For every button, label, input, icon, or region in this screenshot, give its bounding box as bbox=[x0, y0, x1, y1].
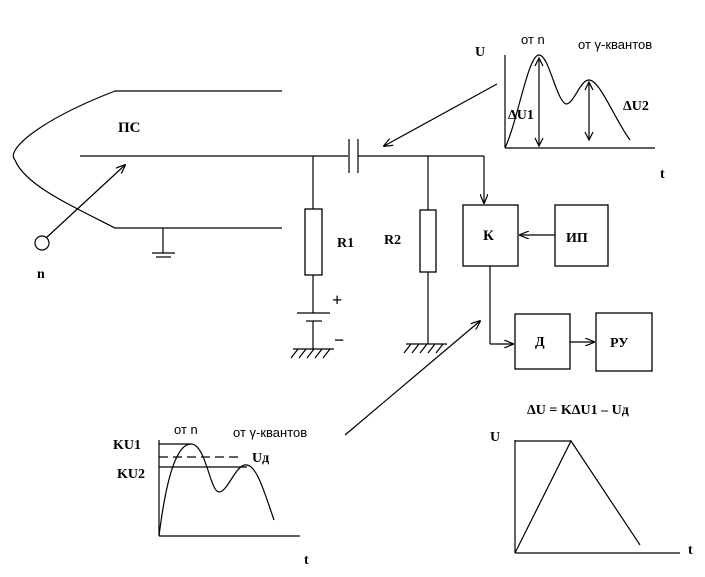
battery-minus: − bbox=[334, 330, 344, 350]
graph-top: U t от n от γ-квантов ΔU1 ΔU2 bbox=[475, 32, 665, 182]
graph-left-peak1: от n bbox=[174, 422, 198, 437]
block-ru: РУ bbox=[595, 312, 653, 372]
graph-right-x-label: t bbox=[688, 543, 693, 558]
graph-top-du1: ΔU1 bbox=[508, 108, 534, 123]
block-ip: ИП bbox=[520, 204, 609, 267]
resistor-r1: R1 bbox=[304, 156, 354, 313]
block-ip-label: ИП bbox=[566, 231, 588, 246]
graph-top-y-label: U bbox=[475, 45, 485, 60]
block-ru-label: РУ bbox=[610, 336, 628, 351]
detector-ps: ПС bbox=[12, 90, 348, 229]
ground-r2 bbox=[403, 343, 447, 354]
graph-top-du2: ΔU2 bbox=[623, 99, 649, 114]
block-k-label: К bbox=[483, 228, 494, 244]
particle-circle bbox=[34, 235, 50, 251]
graph-left-ku1: KU1 bbox=[113, 438, 141, 453]
graph-top-peak1: от n bbox=[521, 32, 545, 47]
coupling-capacitor bbox=[348, 139, 484, 173]
detector-ground bbox=[152, 228, 175, 258]
graph-left-peak2: от γ-квантов bbox=[233, 425, 307, 440]
formula: ΔU = KΔU1 – Uд bbox=[527, 403, 629, 418]
incoming-neutron: n bbox=[34, 165, 125, 282]
resistor-r2: R2 bbox=[384, 156, 437, 344]
resistor2-label: R2 bbox=[384, 233, 401, 248]
graph-right-y-label: U bbox=[490, 430, 500, 445]
pointer-arrow-bottom bbox=[344, 321, 480, 436]
resistor1-label: R1 bbox=[337, 236, 354, 251]
graph-left-ud: Uд bbox=[252, 451, 269, 466]
block-k: К bbox=[462, 156, 519, 267]
particle-label: n bbox=[37, 267, 45, 282]
battery-plus: + bbox=[332, 290, 342, 310]
graph-left-ku2: KU2 bbox=[117, 467, 145, 482]
graph-bottom-left: KU1 KU2 Uд от n от γ-квантов t bbox=[113, 422, 309, 568]
block-d: Д bbox=[514, 313, 594, 370]
graph-bottom-right: ΔU = KΔU1 – Uд U t bbox=[490, 403, 693, 558]
pointer-arrow-top bbox=[384, 83, 498, 146]
block-d-label: Д bbox=[535, 335, 545, 350]
battery: + − bbox=[297, 290, 344, 350]
graph-top-peak2: от γ-квантов bbox=[578, 37, 652, 52]
graph-left-x-label: t bbox=[304, 553, 309, 568]
ground-r1 bbox=[290, 348, 334, 359]
wire-k-to-d bbox=[489, 266, 513, 344]
detector-label: ПС bbox=[118, 120, 141, 136]
graph-top-x-label: t bbox=[660, 167, 665, 182]
